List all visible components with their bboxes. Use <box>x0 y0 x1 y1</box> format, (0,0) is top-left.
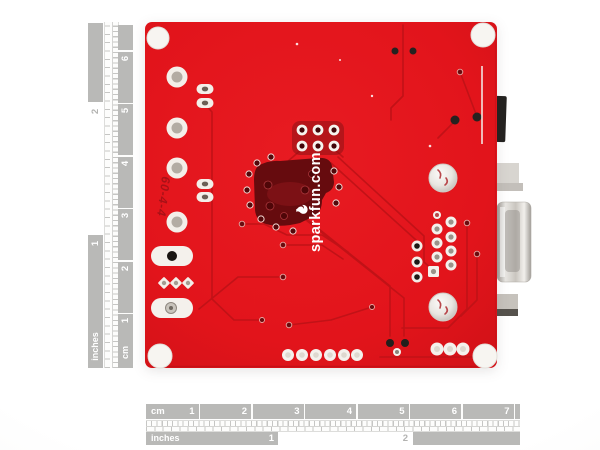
slot-pad-top <box>151 246 193 266</box>
db9-pin-pads <box>411 211 457 283</box>
left-ruler-cm-track: 6 5 4 3 2 1 cm <box>118 22 133 368</box>
bottom-ruler-inch-number: 2 <box>402 433 408 444</box>
bottom-ruler-cm-track: cm 1 2 3 4 5 6 7 <box>146 404 520 419</box>
bottom-ruler-cm-number: 5 <box>399 406 405 417</box>
sparkfun-flame-icon <box>296 204 308 214</box>
mounting-hole <box>147 343 173 369</box>
left-ruler-cm-number: 5 <box>120 107 131 114</box>
ring-vias <box>238 68 481 329</box>
dust-specks <box>295 42 432 148</box>
copper-traces <box>198 24 478 358</box>
bottom-ruler-cm-number: 4 <box>346 406 352 417</box>
left-ruler-inch-number: 1 <box>90 240 101 247</box>
bottom-ruler-cm-number: 1 <box>189 406 195 417</box>
left-ruler-tick-strip <box>104 22 119 368</box>
mounting-hole <box>470 22 496 48</box>
oblong-pads-small <box>196 84 214 202</box>
mounting-holes <box>146 22 498 369</box>
left-ruler-inches-track: 2 1 inches <box>88 22 103 368</box>
bottom-ruler-inches-track: inches 1 2 <box>146 432 520 445</box>
db9-connector <box>496 163 532 316</box>
bottom-ruler-cm-number: 2 <box>241 406 247 417</box>
left-ruler-cm-number: 4 <box>120 160 131 167</box>
left-ruler-cm-number: 1 <box>120 317 131 324</box>
sparkfun-logo-text: sparkfun.com <box>308 152 324 252</box>
slot-pad-bottom <box>151 298 193 318</box>
left-ruler-cm-number: 3 <box>120 212 131 219</box>
left-ruler-cm-label: cm <box>120 346 130 360</box>
copper-pour-region <box>254 157 334 226</box>
bottom-ruler-cm-number: 6 <box>451 406 457 417</box>
diamond-pads <box>158 277 194 289</box>
left-ruler-cm-number: 2 <box>120 265 131 272</box>
bottom-ruler-cm-number: 7 <box>504 406 510 417</box>
mounting-hole <box>146 26 170 50</box>
handwritten-marking: 60-4-4 <box>154 176 173 218</box>
bottom-pad-row <box>282 339 470 361</box>
db9-jackscrews <box>428 163 458 322</box>
left-ruler-inch-number: 2 <box>90 108 101 115</box>
bottom-ruler-cm-number: 3 <box>294 406 300 417</box>
left-ruler: 2 1 inches 6 5 4 3 2 1 cm <box>88 22 134 368</box>
bottom-ruler-inches-label: inches <box>151 433 180 443</box>
bottom-ruler-inch-number: 1 <box>268 433 274 444</box>
perimeter-vias <box>243 153 343 235</box>
bottom-ruler-cm-label: cm <box>151 406 165 417</box>
left-ruler-inches-label: inches <box>90 332 100 361</box>
left-pad-column <box>151 66 214 318</box>
test-point-dots <box>391 47 482 125</box>
bottom-ruler-tick-strip <box>146 420 520 432</box>
bottom-ruler: cm 1 2 3 4 5 6 7 inches 1 2 <box>146 404 520 445</box>
via-cluster <box>292 121 344 155</box>
mounting-hole <box>472 343 498 369</box>
dark-center-pads <box>411 240 423 283</box>
left-ruler-cm-number: 6 <box>120 55 131 62</box>
